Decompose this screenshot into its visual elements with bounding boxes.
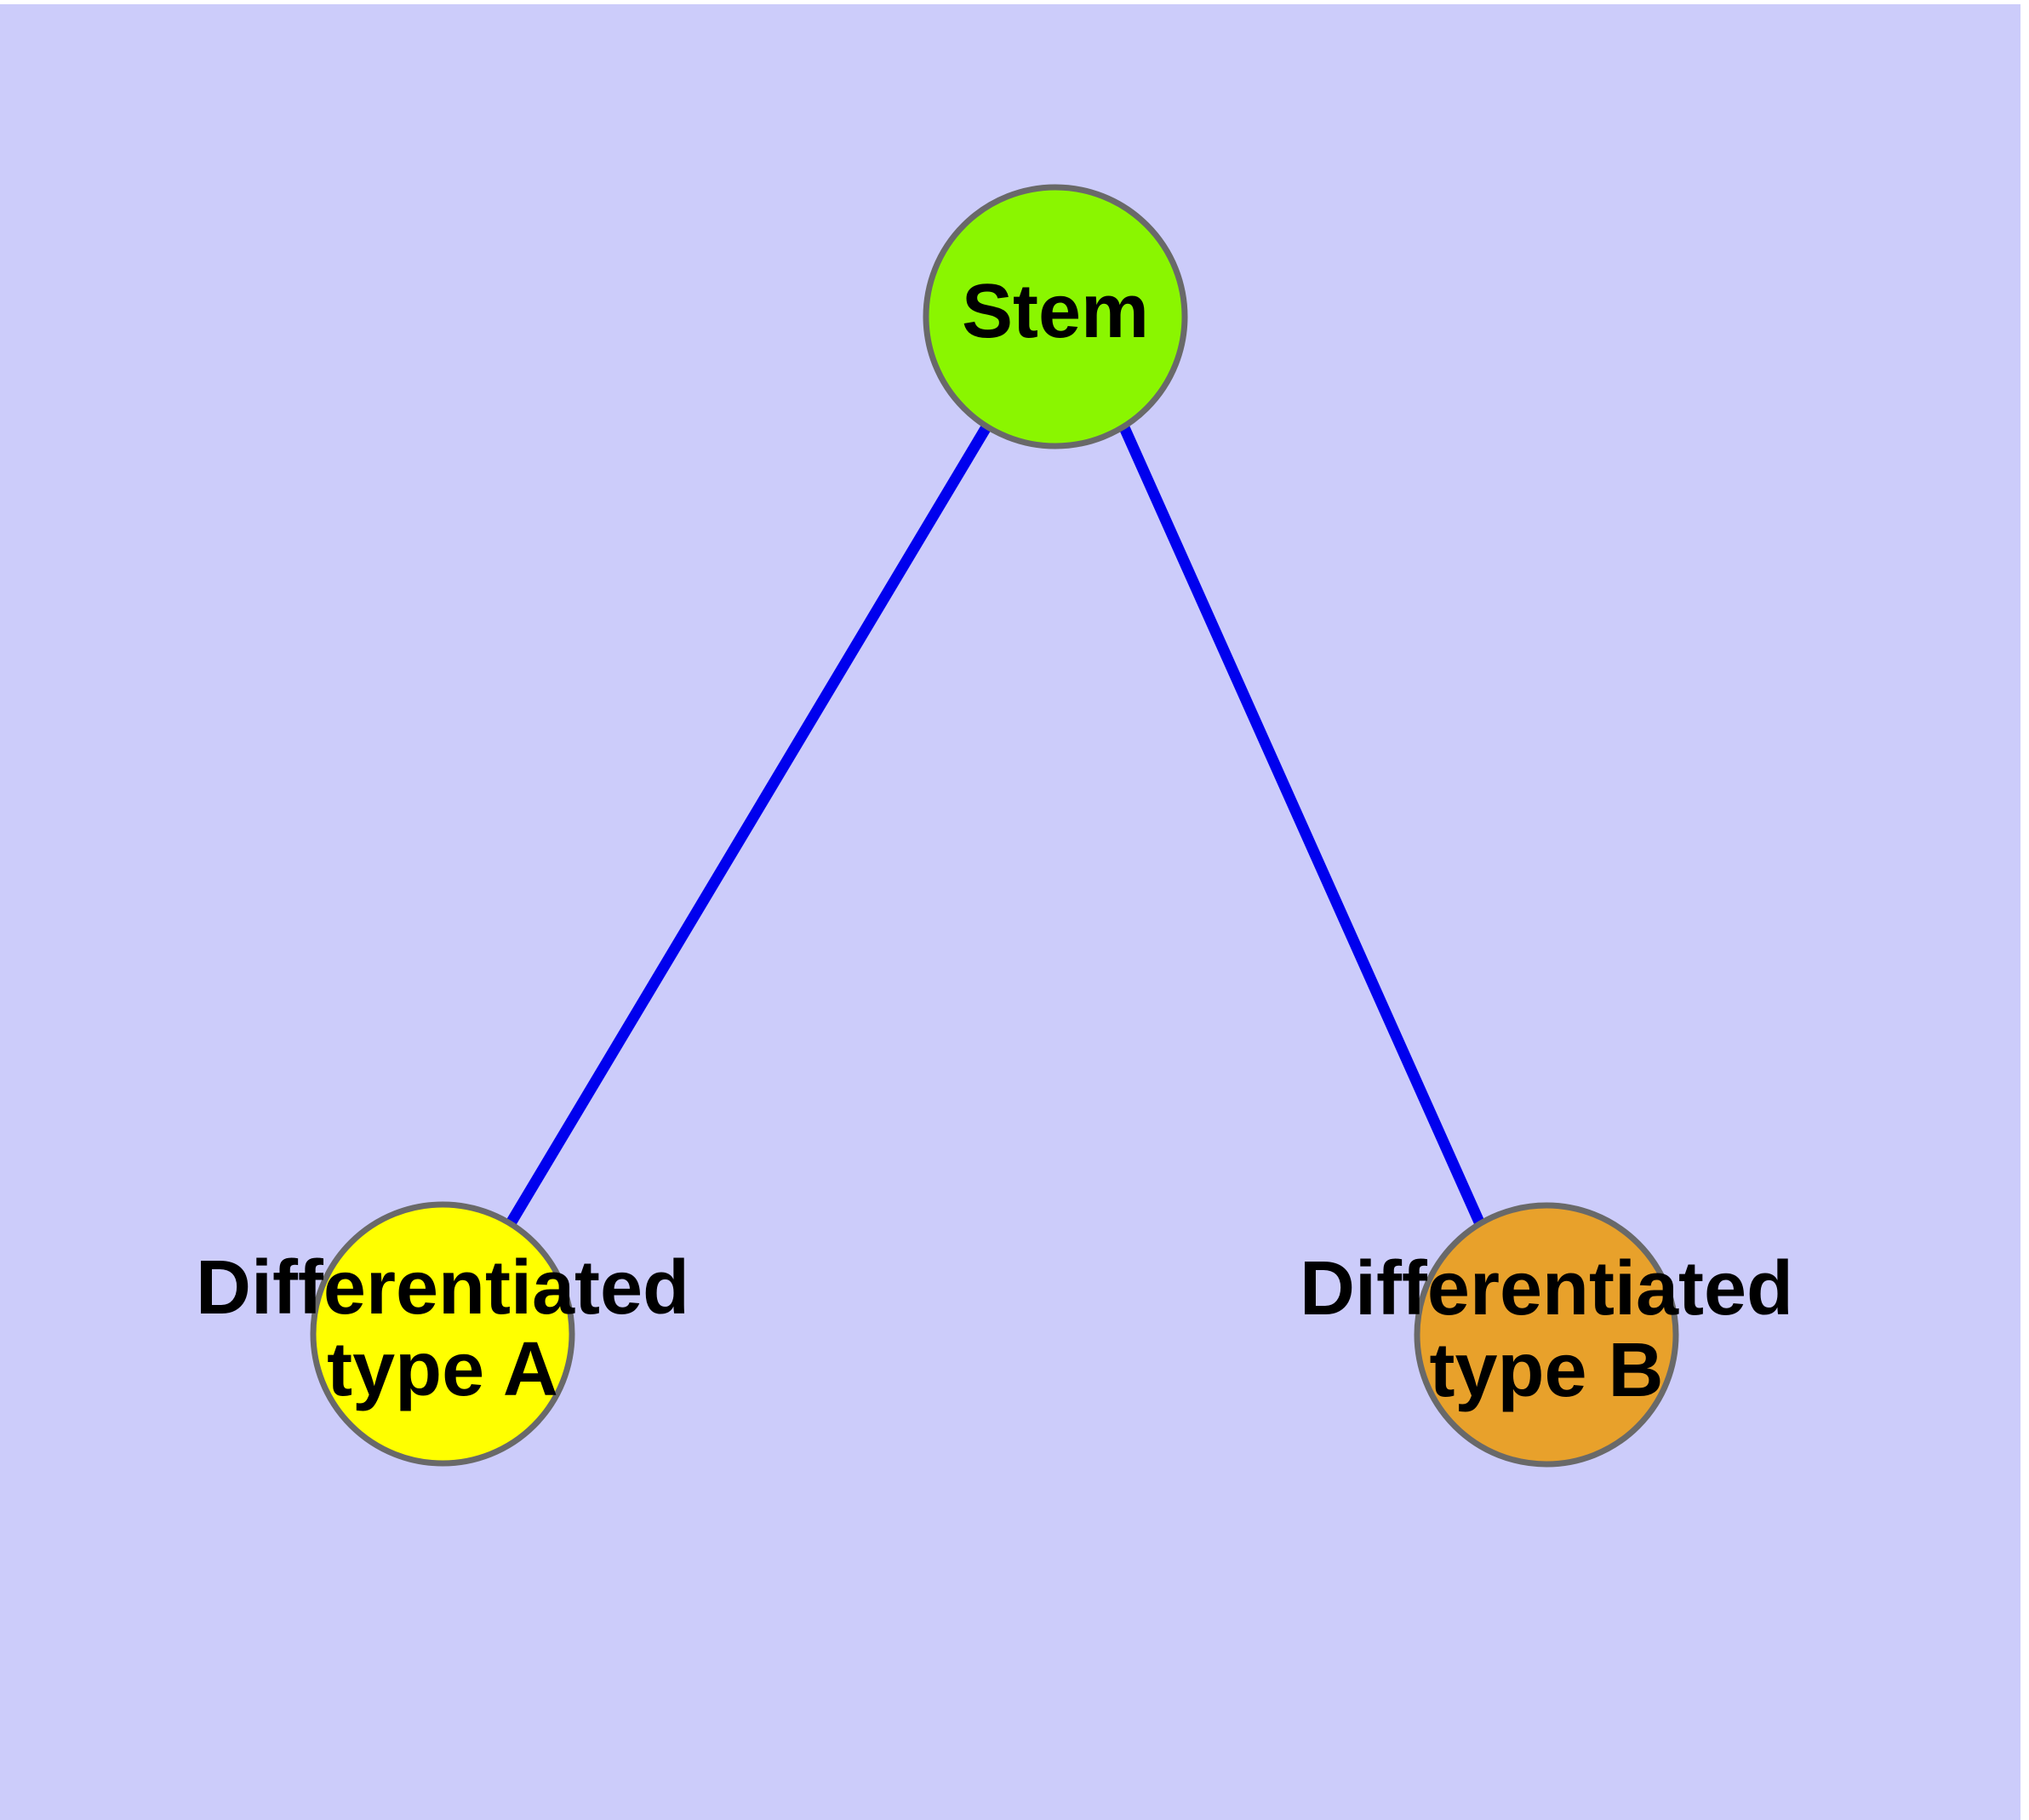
graph-node-diff_a[interactable] xyxy=(310,1201,575,1467)
graph-node-label-stem: Stem xyxy=(962,269,1149,354)
label-line: Differentiated xyxy=(196,1245,689,1331)
label-line: Differentiated xyxy=(1300,1246,1793,1331)
label-line: Stem xyxy=(962,269,1149,354)
graph-edge-stem-diff_b[interactable] xyxy=(1118,423,1486,1228)
graph-node-diff_b[interactable] xyxy=(1414,1202,1679,1468)
node-layer xyxy=(310,184,1679,1468)
graph-node-stem[interactable] xyxy=(923,184,1188,449)
label-line: type B xyxy=(1429,1328,1663,1413)
edge-layer xyxy=(506,422,1486,1228)
label-line: type A xyxy=(327,1327,558,1412)
graph-edge-stem-diff_a[interactable] xyxy=(506,422,992,1227)
